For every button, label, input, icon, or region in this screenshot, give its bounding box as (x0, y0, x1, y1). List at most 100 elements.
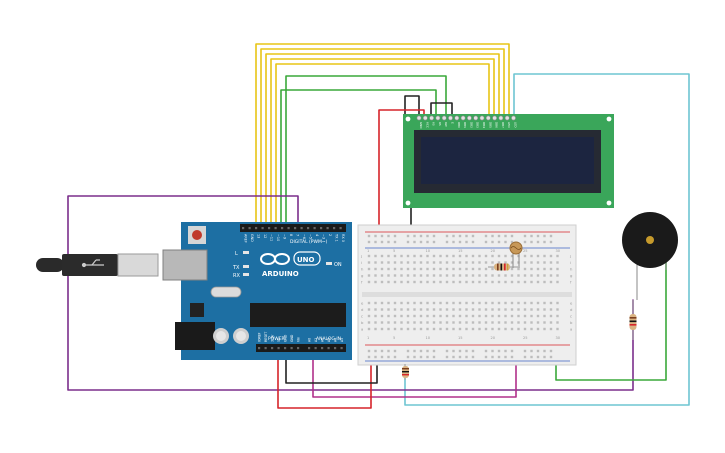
terminal-hole[interactable] (504, 274, 507, 277)
terminal-hole[interactable] (419, 314, 423, 318)
terminal-hole[interactable] (491, 280, 494, 284)
rail-hole[interactable] (393, 240, 397, 244)
terminal-hole[interactable] (556, 321, 559, 324)
terminal-hole[interactable] (523, 321, 527, 324)
lcd-pin[interactable] (460, 115, 466, 121)
terminal-hole[interactable] (549, 321, 553, 324)
power-pin[interactable] (290, 347, 293, 350)
rail-hole[interactable] (393, 234, 397, 238)
terminal-hole[interactable] (426, 274, 429, 277)
rail-hole[interactable] (465, 355, 468, 359)
wire-red-lcd[interactable] (378, 109, 425, 241)
terminal-hole[interactable] (510, 280, 514, 284)
rail-hole[interactable] (387, 349, 390, 353)
terminal-hole[interactable] (413, 267, 416, 271)
digital-pin[interactable] (268, 227, 271, 230)
rail-hole[interactable] (536, 349, 540, 353)
terminal-hole[interactable] (491, 274, 494, 277)
terminal-hole[interactable] (478, 280, 481, 284)
terminal-hole[interactable] (497, 254, 501, 258)
terminal-hole[interactable] (393, 314, 397, 318)
terminal-hole[interactable] (380, 274, 384, 277)
digital-pin[interactable] (307, 227, 310, 230)
terminal-hole[interactable] (497, 280, 501, 284)
terminal-hole[interactable] (419, 280, 423, 284)
digital-pin[interactable] (313, 227, 316, 230)
terminal-hole[interactable] (523, 314, 527, 318)
terminal-hole[interactable] (393, 274, 397, 277)
terminal-hole[interactable] (445, 327, 449, 331)
terminal-hole[interactable] (426, 321, 429, 324)
rail-hole[interactable] (530, 240, 533, 244)
terminal-hole[interactable] (556, 280, 559, 284)
wire-black-gnd[interactable] (285, 351, 378, 384)
rail-hole[interactable] (419, 355, 423, 359)
terminal-hole[interactable] (523, 280, 527, 284)
terminal-hole[interactable] (387, 308, 390, 311)
terminal-hole[interactable] (517, 280, 520, 284)
rail-hole[interactable] (393, 355, 397, 359)
lcd-pin[interactable] (435, 115, 441, 121)
terminal-hole[interactable] (406, 280, 410, 284)
rail-hole[interactable] (491, 240, 494, 244)
terminal-hole[interactable] (497, 274, 501, 277)
terminal-hole[interactable] (393, 308, 397, 311)
terminal-hole[interactable] (484, 301, 488, 305)
terminal-hole[interactable] (549, 261, 553, 264)
lcd-pin[interactable] (504, 115, 510, 121)
terminal-hole[interactable] (536, 261, 540, 264)
terminal-hole[interactable] (536, 327, 540, 331)
terminal-hole[interactable] (445, 274, 449, 277)
terminal-hole[interactable] (452, 261, 455, 264)
terminal-hole[interactable] (426, 267, 429, 271)
terminal-hole[interactable] (543, 274, 546, 277)
lcd-pin[interactable] (454, 115, 460, 121)
digital-pin[interactable] (339, 227, 342, 230)
rail-hole[interactable] (471, 355, 475, 359)
terminal-hole[interactable] (439, 308, 442, 311)
analog-pin[interactable] (321, 347, 324, 350)
terminal-hole[interactable] (465, 308, 468, 311)
terminal-hole[interactable] (387, 321, 390, 324)
rail-hole[interactable] (432, 349, 436, 353)
terminal-hole[interactable] (387, 254, 390, 258)
rail-hole[interactable] (426, 349, 429, 353)
terminal-hole[interactable] (504, 314, 507, 318)
terminal-hole[interactable] (419, 327, 423, 331)
terminal-hole[interactable] (510, 254, 514, 258)
terminal-hole[interactable] (374, 301, 377, 305)
terminal-hole[interactable] (536, 274, 540, 277)
terminal-hole[interactable] (556, 301, 559, 305)
analog-pin[interactable] (308, 347, 311, 350)
rail-hole[interactable] (387, 355, 390, 359)
rail-hole[interactable] (406, 355, 410, 359)
terminal-hole[interactable] (465, 327, 468, 331)
wire-green-lcd-1[interactable] (285, 75, 447, 233)
lcd-pin[interactable] (448, 115, 453, 121)
terminal-hole[interactable] (400, 280, 403, 284)
rail-hole[interactable] (536, 355, 540, 359)
rail-hole[interactable] (523, 234, 527, 238)
rail-hole[interactable] (445, 355, 449, 359)
terminal-hole[interactable] (445, 261, 449, 264)
terminal-hole[interactable] (471, 261, 475, 264)
rail-hole[interactable] (445, 240, 449, 244)
terminal-hole[interactable] (504, 280, 507, 284)
terminal-hole[interactable] (523, 308, 527, 311)
terminal-hole[interactable] (439, 280, 442, 284)
terminal-hole[interactable] (549, 267, 553, 271)
terminal-hole[interactable] (458, 254, 462, 258)
terminal-hole[interactable] (530, 267, 533, 271)
terminal-hole[interactable] (536, 308, 540, 311)
power-pin[interactable] (297, 347, 300, 350)
digital-pin[interactable] (248, 227, 251, 230)
terminal-hole[interactable] (497, 301, 501, 305)
terminal-hole[interactable] (374, 274, 377, 277)
rail-hole[interactable] (432, 234, 436, 238)
digital-pin[interactable] (326, 227, 329, 230)
rail-hole[interactable] (523, 349, 527, 353)
terminal-hole[interactable] (445, 301, 449, 305)
rail-hole[interactable] (367, 349, 371, 353)
terminal-hole[interactable] (413, 261, 416, 264)
terminal-hole[interactable] (426, 261, 429, 264)
